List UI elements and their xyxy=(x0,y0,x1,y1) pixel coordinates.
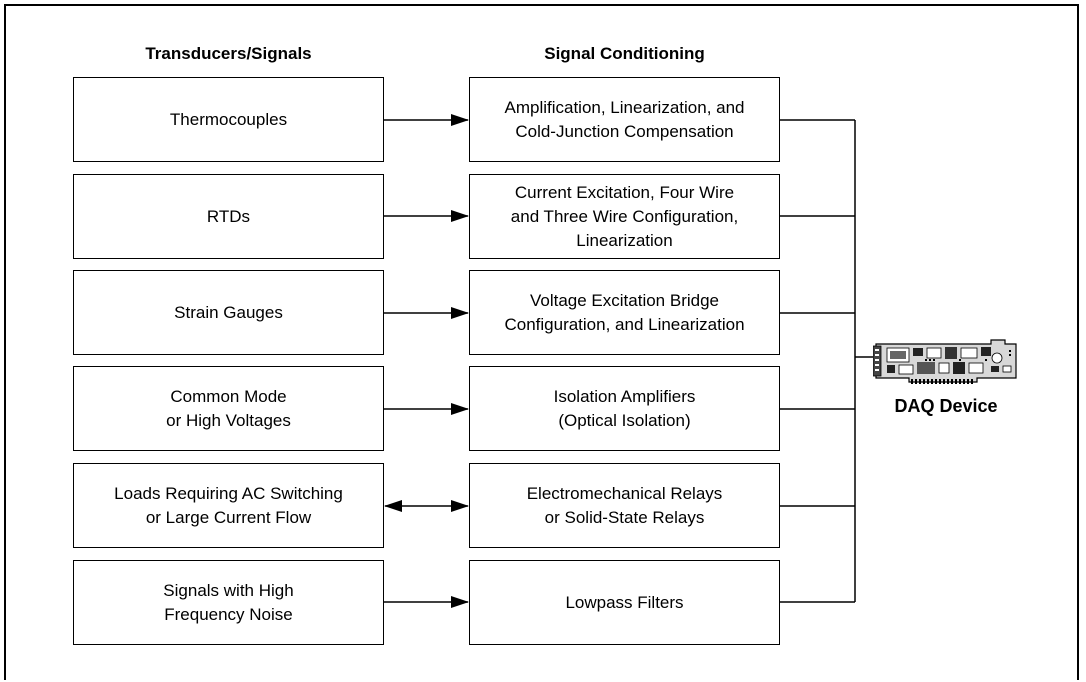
transducer-box-high-frequency-noise: Signals with High Frequency Noise xyxy=(73,560,384,645)
diagram-frame xyxy=(4,4,1079,680)
conditioning-box-rtds: Current Excitation, Four Wire and Three … xyxy=(469,174,780,259)
conditioning-box-lowpass: Lowpass Filters xyxy=(469,560,780,645)
transducer-box-high-voltages: Common Mode or High Voltages xyxy=(73,366,384,451)
conditioning-label: Isolation Amplifiers (Optical Isolation) xyxy=(553,386,696,430)
transducer-box-ac-loads: Loads Requiring AC Switching or Large Cu… xyxy=(73,463,384,548)
conditioning-label: Electromechanical Relays or Solid-State … xyxy=(526,483,723,527)
transducer-label: Thermocouples xyxy=(169,109,288,129)
conditioning-label: Current Excitation, Four Wire and Three … xyxy=(510,182,739,250)
conditioning-box-isolation: Isolation Amplifiers (Optical Isolation) xyxy=(469,366,780,451)
conditioning-label: Lowpass Filters xyxy=(565,592,684,612)
daq-device-label: DAQ Device xyxy=(894,396,998,416)
transducer-box-rtds: RTDs xyxy=(73,174,384,259)
header-signal-conditioning: Signal Conditioning xyxy=(544,44,705,63)
transducer-label: Signals with High Frequency Noise xyxy=(163,580,294,624)
transducer-label: Strain Gauges xyxy=(174,302,283,322)
conditioning-box-strain-gauges: Voltage Excitation Bridge Configuration,… xyxy=(469,270,780,355)
conditioning-box-relays: Electromechanical Relays or Solid-State … xyxy=(469,463,780,548)
conditioning-box-thermocouples: Amplification, Linearization, and Cold-J… xyxy=(469,77,780,162)
conditioning-label: Amplification, Linearization, and Cold-J… xyxy=(504,97,745,141)
conditioning-label: Voltage Excitation Bridge Configuration,… xyxy=(504,290,745,334)
transducer-label: Loads Requiring AC Switching or Large Cu… xyxy=(114,483,343,527)
transducer-label: RTDs xyxy=(206,206,251,226)
transducer-box-strain-gauges: Strain Gauges xyxy=(73,270,384,355)
transducer-box-thermocouples: Thermocouples xyxy=(73,77,384,162)
header-transducers: Transducers/Signals xyxy=(145,44,312,63)
transducer-label: Common Mode or High Voltages xyxy=(166,386,291,430)
daq-board-icon xyxy=(873,339,1017,384)
